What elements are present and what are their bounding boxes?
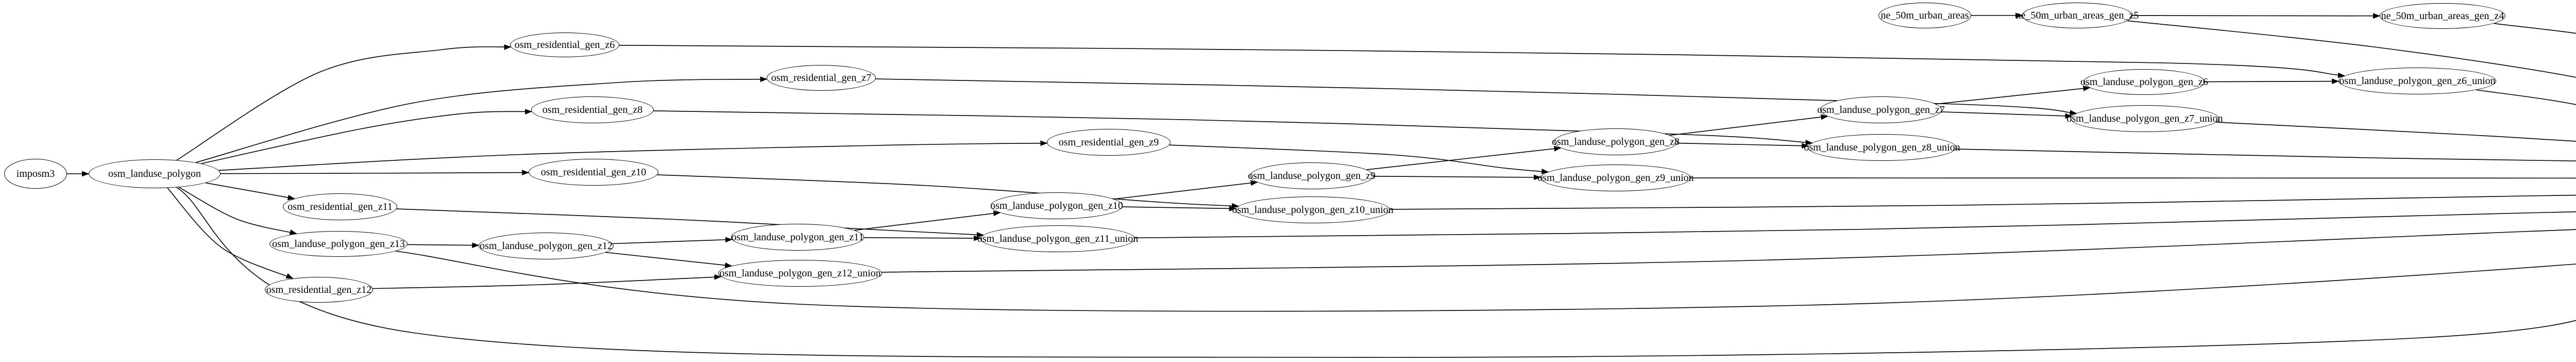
edge-osm_residential_gen_z9-to-osm_landuse_polygon_gen_z9_union [1169, 144, 1549, 174]
node-osm_landuse_polygon_gen_z9_union: osm_landuse_polygon_gen_z9_union [1537, 164, 1694, 191]
node-imposm3: imposm3 [4, 159, 67, 189]
node-osm_landuse_polygon_gen_z11_union: osm_landuse_polygon_gen_z11_union [977, 225, 1138, 252]
edge-osm_residential_gen_z8-to-osm_landuse_polygon_gen_z8_union [653, 110, 1813, 145]
edge-osm_residential_gen_z10-to-osm_landuse_polygon_gen_z10_union [657, 174, 1240, 209]
edge-osm_residential_gen_z6-to-osm_landuse_polygon_gen_z6_union [619, 44, 2345, 78]
node-ne_50m_urban_areas_gen_z5: ne_50m_urban_areas_gen_z5 [2016, 3, 2139, 28]
edge-osm_landuse_polygon_gen_z12-to-osm_landuse_polygon_gen_z11 [613, 237, 733, 244]
node-osm_landuse_polygon_gen_z9: osm_landuse_polygon_gen_z9 [1248, 162, 1376, 189]
edge-osm_landuse_polygon-to-osm_landuse_polygon_gen_z13 [178, 187, 297, 235]
node-osm_landuse_polygon_gen_z7_union: osm_landuse_polygon_gen_z7_union [2066, 105, 2223, 132]
edge-osm_landuse_polygon_gen_z7-to-osm_landuse_polygon_gen_z7_union [1941, 111, 2073, 119]
edge-osm_landuse_polygon_gen_z8_union-to-layer_landuse-z8 [1956, 149, 2576, 162]
edge-osm_landuse_polygon_gen_z10_union-to-layer_landuse-z10 [1389, 194, 2576, 210]
edge-osm_landuse_polygon_gen_z13-to-osm_landuse_polygon_gen_z12 [407, 242, 480, 248]
node-ne_50m_urban_areas_gen_z4: ne_50m_urban_areas_gen_z4 [2380, 3, 2505, 29]
node-osm_landuse_polygon_gen_z8_union: osm_landuse_polygon_gen_z8_union [1804, 134, 1960, 161]
edge-osm_landuse_polygon_gen_z7-to-osm_landuse_polygon_gen_z6 [1936, 86, 2091, 105]
edge-osm_residential_gen_z12-to-osm_landuse_polygon_gen_z12_union [372, 274, 722, 289]
edge-osm_landuse_polygon-to-osm_residential_gen_z11 [206, 182, 295, 201]
edge-ne_50m_urban_areas_gen_z4-to-layer_landuse-z4 [2494, 23, 2576, 34]
edge-osm_landuse_polygon_gen_z13-to-layer_landuse-z13 [395, 251, 2576, 312]
edge-osm_landuse_polygon_gen_z8-to-osm_landuse_polygon_gen_z8_union [1677, 142, 1809, 149]
node-osm_residential_gen_z10: osm_residential_gen_z10 [529, 159, 658, 186]
edge-osm_landuse_polygon_gen_z10-to-osm_landuse_polygon_gen_z9 [1113, 180, 1258, 200]
node-osm_landuse_polygon_gen_z13: osm_landuse_polygon_gen_z13 [269, 231, 408, 257]
edge-osm_landuse_polygon_gen_z6-to-osm_landuse_polygon_gen_z6_union [2205, 78, 2340, 85]
edge-osm_landuse_polygon_gen_z9-to-osm_landuse_polygon_gen_z8 [1366, 146, 1562, 170]
edge-osm_landuse_polygon_gen_z8-to-osm_landuse_polygon_gen_z7 [1669, 114, 1828, 136]
node-osm_residential_gen_z8: osm_residential_gen_z8 [531, 96, 654, 123]
node-osm_landuse_polygon_gen_z6_union: osm_landuse_polygon_gen_z6_union [2338, 68, 2496, 94]
node-osm_landuse_polygon_gen_z12_union: osm_landuse_polygon_gen_z12_union [718, 260, 882, 287]
edge-osm_landuse_polygon-to-layer_landuse-z14+ [176, 187, 2576, 358]
node-osm_landuse_polygon_gen_z11: osm_landuse_polygon_gen_z11 [731, 224, 864, 251]
edge-osm_landuse_polygon-to-osm_residential_gen_z7 [195, 76, 768, 163]
edge-osm_landuse_polygon_gen_z10-to-osm_landuse_polygon_gen_z10_union [1122, 206, 1236, 211]
edge-osm_landuse_polygon-to-osm_residential_gen_z9 [218, 140, 1048, 171]
edge-ne_50m_urban_areas_gen_z5-to-ne_50m_urban_areas_gen_z4 [2132, 13, 2381, 19]
edge-osm_landuse_polygon-to-osm_residential_gen_z10 [220, 170, 530, 175]
edge-osm_landuse_polygon_gen_z11-to-osm_landuse_polygon_gen_z10 [854, 210, 1001, 231]
edge-osm_landuse_polygon-to-osm_residential_gen_z8 [201, 109, 533, 164]
node-osm_residential_gen_z11: osm_residential_gen_z11 [283, 193, 397, 220]
node-ne_50m_urban_areas: ne_50m_urban_areas [1878, 3, 1971, 28]
node-osm_landuse_polygon_gen_z6: osm_landuse_polygon_gen_z6 [2080, 69, 2208, 95]
edge-osm_residential_gen_z11-to-osm_landuse_polygon_gen_z11_union [396, 208, 984, 238]
node-osm_landuse_polygon: osm_landuse_polygon [89, 159, 221, 188]
edge-osm_landuse_polygon_gen_z12_union-to-layer_landuse-z12 [882, 229, 2576, 273]
edge-osm_landuse_polygon_gen_z7_union-to-layer_landuse-z7 [2216, 122, 2576, 142]
node-osm_residential_gen_z6: osm_residential_gen_z6 [510, 32, 619, 57]
node-osm_landuse_polygon_gen_z10_union: osm_landuse_polygon_gen_z10_union [1232, 196, 1394, 223]
edge-osm_landuse_polygon_gen_z6_union-to-layer_landuse-z6 [2476, 89, 2576, 105]
edge-osm_landuse_polygon_gen_z11_union-to-layer_landuse-z11 [1134, 211, 2576, 239]
node-osm_residential_gen_z7: osm_residential_gen_z7 [767, 65, 876, 91]
edge-osm_landuse_polygon-to-osm_residential_gen_z6 [176, 44, 512, 161]
node-osm_landuse_polygon_gen_z12: osm_landuse_polygon_gen_z12 [479, 233, 614, 259]
edge-osm_landuse_polygon_gen_z9-to-osm_landuse_polygon_gen_z9_union [1373, 174, 1541, 180]
node-osm_landuse_polygon_gen_z10: osm_landuse_polygon_gen_z10 [990, 192, 1123, 219]
node-osm_landuse_polygon_gen_z8: osm_landuse_polygon_gen_z8 [1552, 128, 1680, 155]
edge-osm_landuse_polygon_gen_z12-to-osm_landuse_polygon_gen_z12_union [605, 252, 733, 268]
node-osm_residential_gen_z12: osm_residential_gen_z12 [265, 277, 373, 303]
edge-osm_residential_gen_z7-to-osm_landuse_polygon_gen_z7_union [875, 78, 2077, 116]
node-osm_residential_gen_z9: osm_residential_gen_z9 [1047, 129, 1171, 156]
edge-osm_landuse_polygon-to-osm_residential_gen_z12 [167, 187, 294, 279]
edge-ne_50m_urban_areas_gen_z5-to-layer_landuse-z5 [2127, 20, 2576, 78]
node-osm_landuse_polygon_gen_z7: osm_landuse_polygon_gen_z7 [1817, 96, 1945, 123]
